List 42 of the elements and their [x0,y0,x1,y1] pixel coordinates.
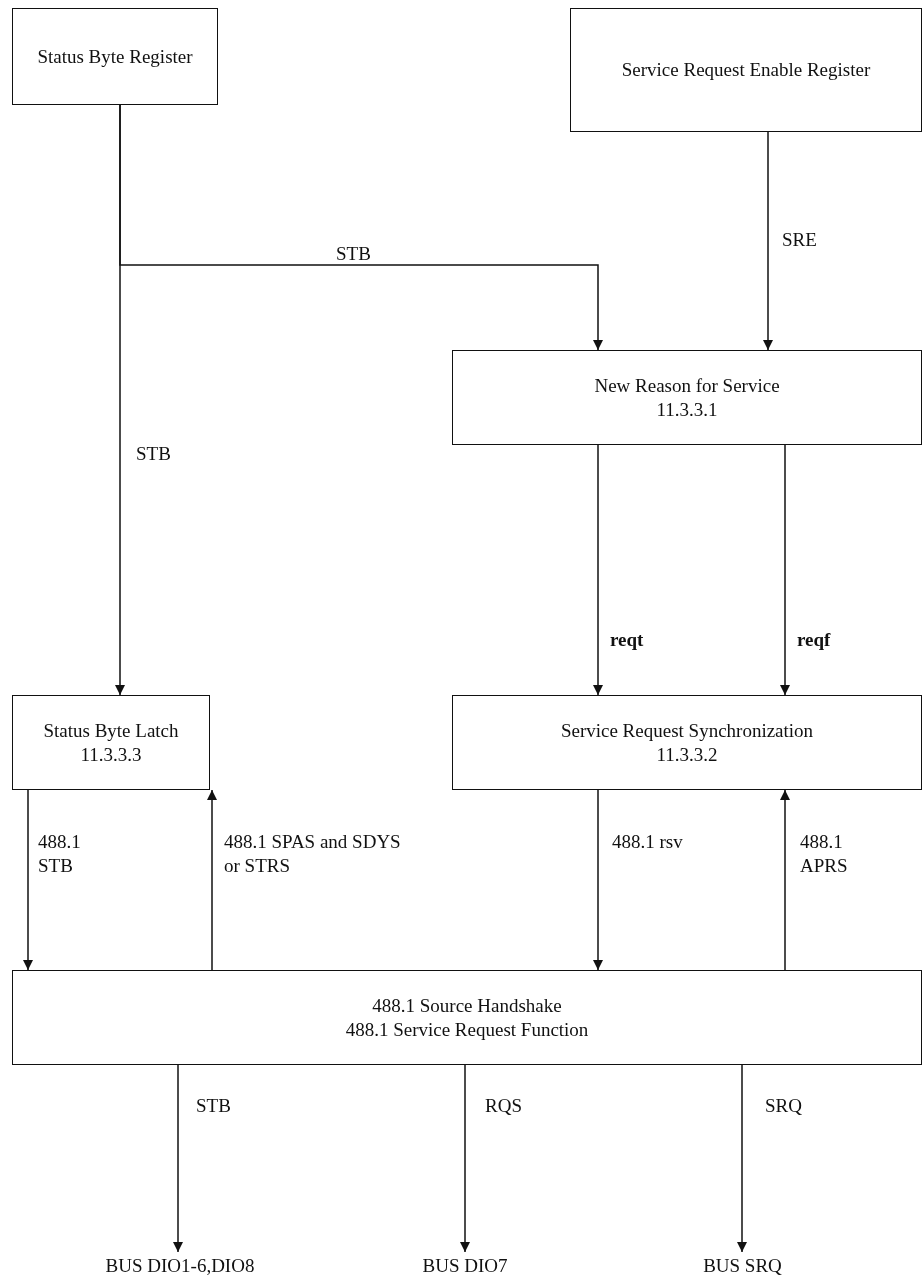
edge-label: STB [196,1094,232,1118]
arrow [780,444,790,696]
bus-label: BUS SRQ [703,1254,782,1278]
process-box [570,8,922,132]
bus-label: BUS DIO7 [422,1254,508,1278]
box-text: 11.3.3.3 [80,742,142,767]
box-text: 11.3.3.2 [656,742,718,767]
edge-label: STB [336,242,372,266]
edge-label: SRE [782,228,818,252]
edge-label: 488.1 rsv [612,830,684,854]
edge-label: SRQ [765,1094,803,1118]
arrow [173,1064,183,1253]
process-box [452,695,922,790]
process-box [12,970,922,1065]
box-text: Status Byte Register [37,44,193,69]
edge-label: 488.1 STB [38,830,82,878]
edge-label: RQS [485,1094,523,1118]
edge-label: STB [136,442,172,466]
edge-label: reqt [610,628,645,652]
arrow [207,789,217,971]
box-text: 488.1 Source Handshake [372,993,562,1018]
arrow [119,104,603,351]
arrow [593,444,603,696]
box-text: Service Request Enable Register [621,58,871,82]
edge-label: reqf [797,628,832,652]
box-text: Status Byte Latch [43,718,179,743]
box-text: 488.1 Service Request Function [345,1017,589,1042]
box-text: 11.3.3.1 [656,397,718,422]
process-box [12,8,218,105]
arrow [593,789,603,971]
arrow [460,1064,470,1253]
arrow [23,789,33,971]
edge-label: 488.1 APRS [800,830,849,878]
box-text: New Reason for Service [594,373,780,398]
edge-label: 488.1 SPAS and SDYS or STRS [224,830,402,878]
arrow [780,789,790,971]
bus-label: BUS DIO1-6,DIO8 [105,1254,255,1278]
process-box [12,695,210,790]
arrow [737,1064,747,1253]
arrow [763,131,773,351]
process-box [452,350,922,445]
box-text: Service Request Synchronization [560,718,814,743]
